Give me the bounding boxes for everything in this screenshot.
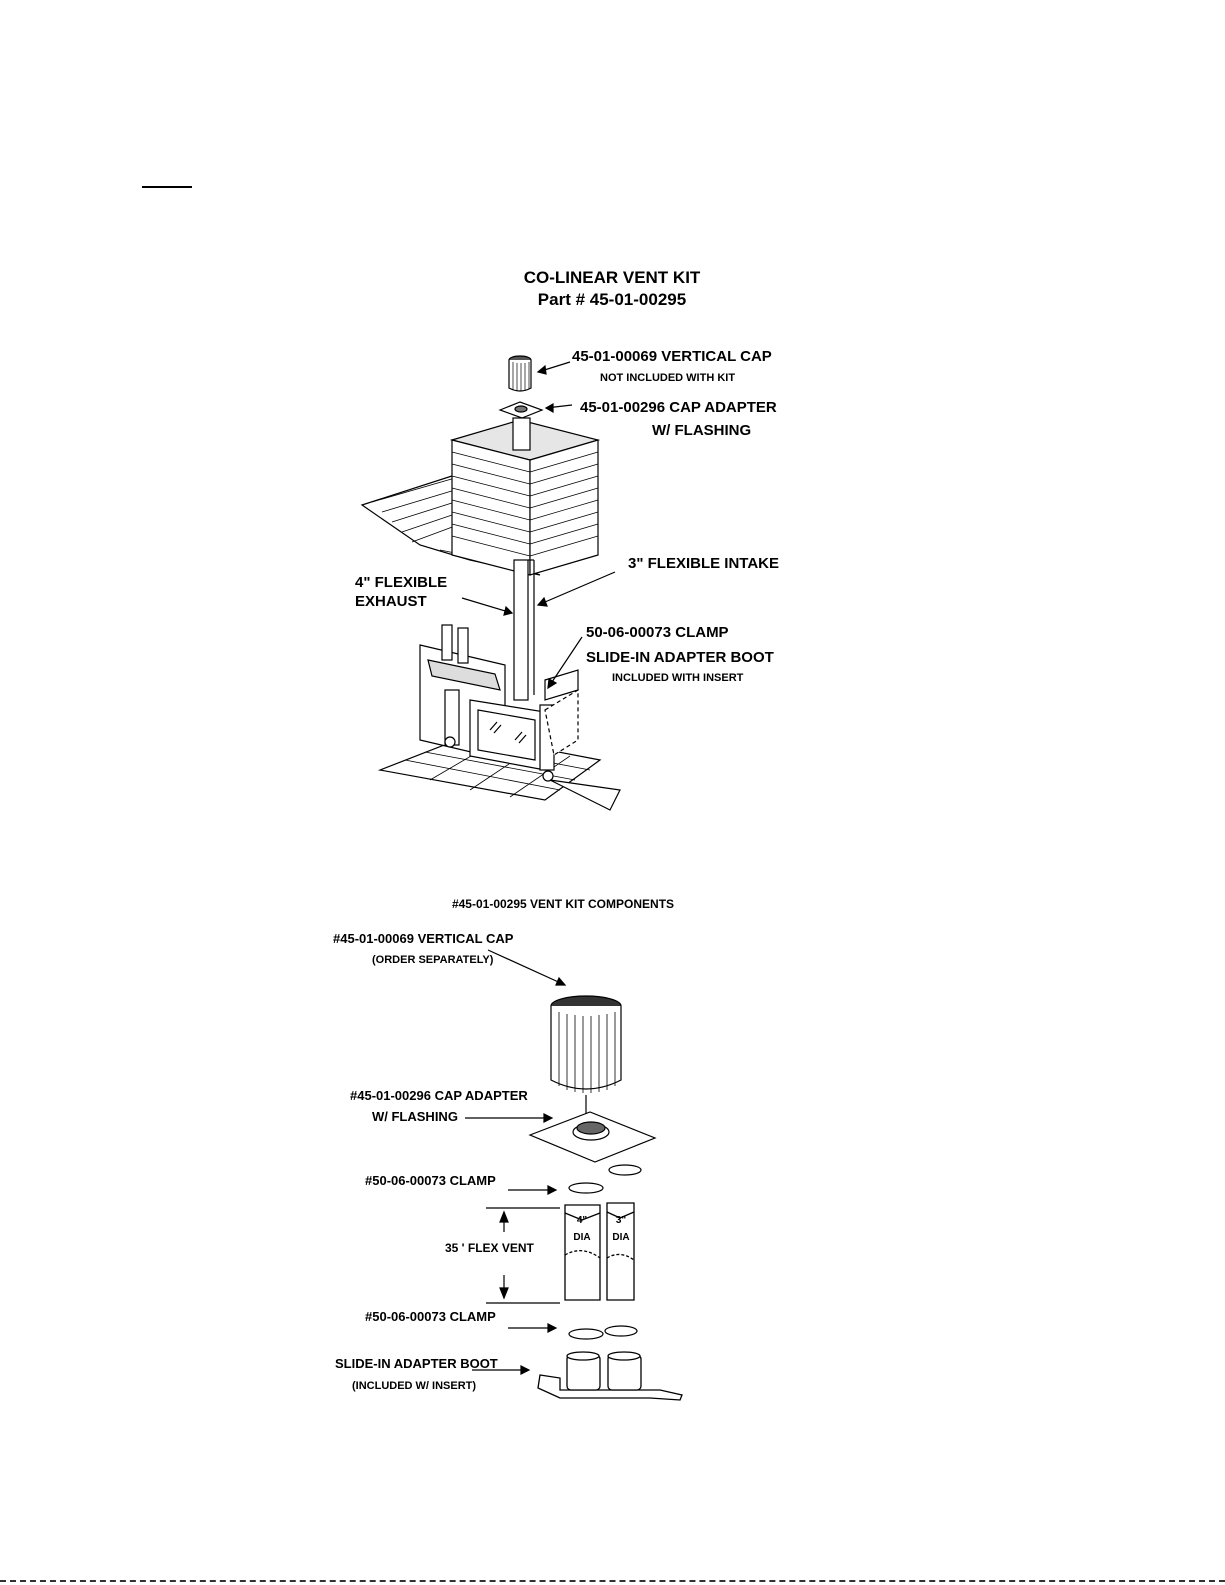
vertical-cap-large-icon xyxy=(550,995,622,1115)
label2-dia3-b: DIA xyxy=(612,1232,629,1243)
diagram-2: #45-01-00295 VENT KIT COMPONENTS xyxy=(333,897,683,1401)
label-cap-adapter-note: W/ FLASHING xyxy=(652,422,751,439)
flex-vent-pipes xyxy=(564,1202,635,1301)
chimney-illustration xyxy=(449,419,601,576)
label-adapter-boot-note: INCLUDED WITH INSERT xyxy=(612,672,744,684)
dimension-line xyxy=(486,1207,560,1304)
vertical-cap-icon xyxy=(508,355,532,392)
label-vertical-cap: 45-01-00069 VERTICAL CAP xyxy=(572,348,772,365)
label-flexible-exhaust-2: EXHAUST xyxy=(355,593,427,610)
label-vertical-cap-note: NOT INCLUDED WITH KIT xyxy=(600,372,735,384)
label-cap-adapter: 45-01-00296 CAP ADAPTER xyxy=(580,399,777,416)
label2-vertical-cap: #45-01-00069 VERTICAL CAP xyxy=(333,931,514,946)
label2-clamp-top: #50-06-00073 CLAMP xyxy=(365,1173,496,1188)
label-adapter-boot: SLIDE-IN ADAPTER BOOT xyxy=(586,649,774,666)
label2-cap-adapter-note: W/ FLASHING xyxy=(372,1109,458,1124)
diagram1-arrows xyxy=(461,361,616,690)
label2-dia4-a: 4" xyxy=(577,1215,588,1226)
cap-adapter-icon xyxy=(498,401,544,451)
label2-vertical-cap-note: (ORDER SEPARATELY) xyxy=(372,954,494,966)
label2-adapter-boot: SLIDE-IN ADAPTER BOOT xyxy=(335,1356,498,1371)
label2-clamp-bottom: #50-06-00073 CLAMP xyxy=(365,1309,496,1324)
clamps-top xyxy=(568,1164,642,1194)
fireplace-illustration xyxy=(377,624,621,811)
flex-pipes xyxy=(513,559,535,701)
diagram1-subtitle: Part # 45-01-00295 xyxy=(538,290,686,309)
underline-rule xyxy=(142,186,192,188)
page-bottom-border xyxy=(0,1580,1225,1582)
label2-dia3-a: 3" xyxy=(616,1215,627,1226)
diagram2-arrows xyxy=(465,949,567,1375)
diagram1-title: CO-LINEAR VENT KIT xyxy=(524,268,701,287)
adapter-boot-icon xyxy=(537,1351,683,1401)
diagram-1: CO-LINEAR VENT KIT Part # 45-01-00295 xyxy=(355,268,779,811)
label-flexible-exhaust-1: 4" FLEXIBLE xyxy=(355,574,447,591)
clamps-bottom xyxy=(568,1325,638,1340)
label2-adapter-boot-note: (INCLUDED W/ INSERT) xyxy=(352,1380,476,1392)
label-clamp: 50-06-00073 CLAMP xyxy=(586,624,729,641)
cap-adapter-large-icon xyxy=(528,1111,657,1163)
label2-dia4-b: DIA xyxy=(573,1232,590,1243)
diagram2-title: #45-01-00295 VENT KIT COMPONENTS xyxy=(452,897,674,911)
label2-cap-adapter: #45-01-00296 CAP ADAPTER xyxy=(350,1088,528,1103)
label-flexible-intake: 3" FLEXIBLE INTAKE xyxy=(628,555,779,572)
label2-flex-vent: 35 ' FLEX VENT xyxy=(445,1241,535,1255)
